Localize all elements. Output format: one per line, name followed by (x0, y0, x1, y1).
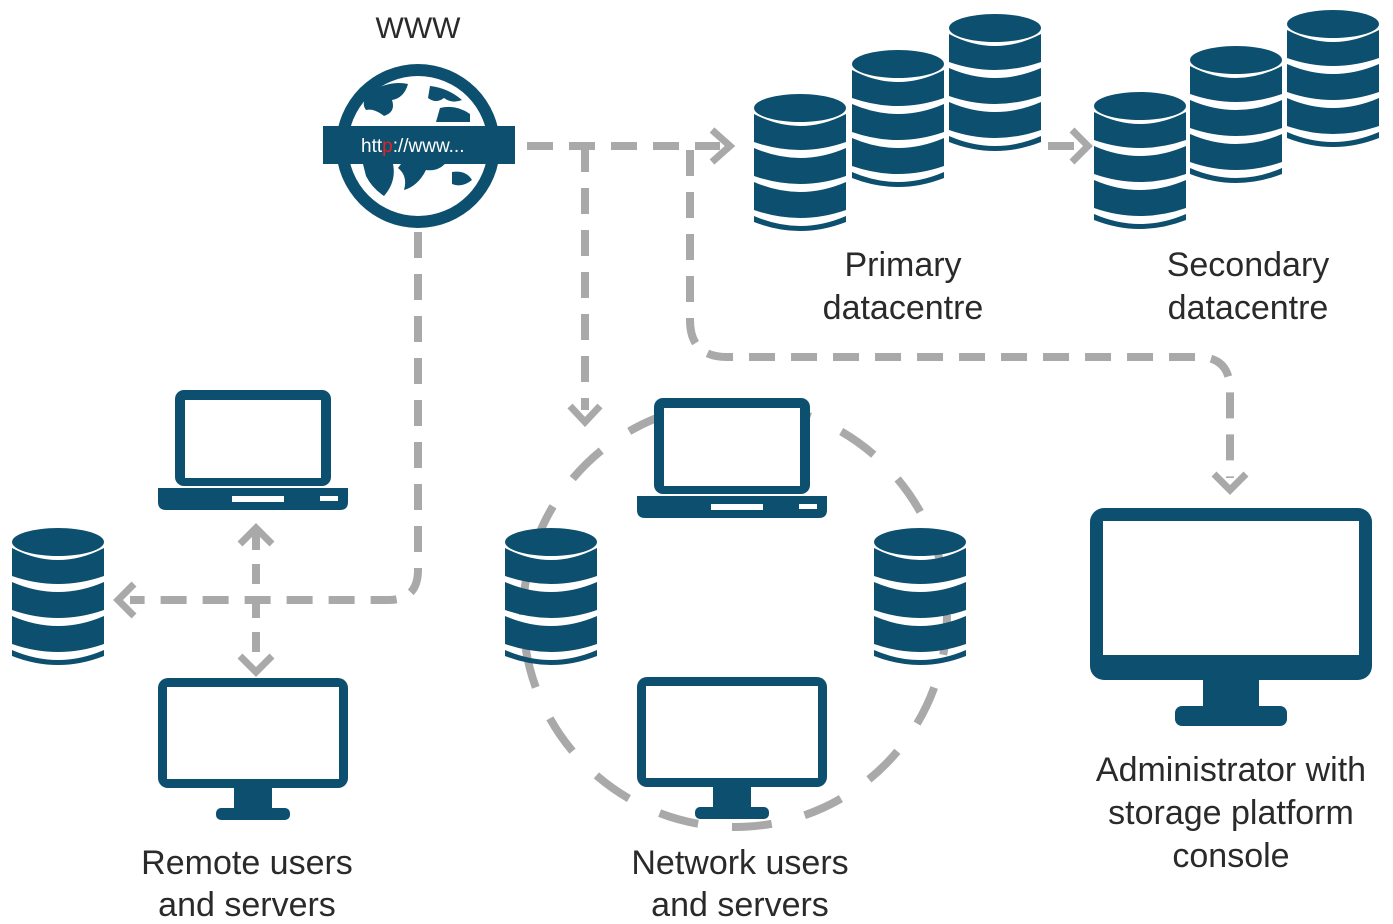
admin-label-line2: storage platform (1108, 794, 1354, 832)
monitor-icon (158, 678, 348, 820)
admin-label-line3: console (1172, 837, 1289, 875)
arrowhead-primary (709, 127, 736, 165)
laptop-icon (637, 398, 827, 518)
remote-group: Remote users and servers (12, 390, 353, 924)
database-icon (874, 528, 966, 665)
arrowhead-admin (1211, 471, 1249, 495)
database-icon (852, 50, 944, 187)
arrowhead-remote-monitor (237, 653, 275, 677)
network-group: Network users and servers (505, 398, 966, 924)
arrowhead-remote-db (113, 581, 137, 619)
arrowhead-network (567, 403, 603, 428)
monitor-icon (1090, 508, 1372, 726)
database-icon (1094, 92, 1186, 229)
primary-datacentre: Primary datacentre (754, 14, 1041, 327)
admin-node: Administrator with storage platform cons… (1090, 508, 1372, 875)
secondary-label-line2: datacentre (1168, 289, 1329, 327)
remote-label-line2: and servers (158, 886, 336, 924)
www-node: WWW http://www... (323, 12, 515, 228)
network-label-line1: Network users (631, 844, 848, 882)
database-icon (1287, 10, 1379, 147)
secondary-datacentre: Secondary datacentre (1094, 10, 1379, 327)
url-text: http://www... (361, 136, 465, 157)
connector-to-admin (686, 150, 1234, 478)
www-label: WWW (376, 12, 462, 45)
database-icon (12, 528, 104, 665)
globe-icon: http://www... (323, 64, 515, 228)
connector-www-to-remote (130, 232, 422, 604)
database-icon (1190, 46, 1282, 183)
admin-label-line1: Administrator with (1096, 751, 1366, 789)
laptop-icon (158, 390, 348, 510)
database-icon (505, 528, 597, 665)
primary-label-line1: Primary (844, 246, 961, 284)
network-label-line2: and servers (651, 886, 829, 924)
secondary-label-line1: Secondary (1167, 246, 1330, 284)
primary-label-line2: datacentre (823, 289, 984, 327)
database-icon (949, 14, 1041, 151)
arrowhead-secondary (1069, 127, 1093, 165)
arrowhead-remote-laptop (237, 523, 275, 547)
remote-label-line1: Remote users (141, 844, 353, 882)
database-icon (754, 94, 846, 231)
monitor-icon (637, 677, 827, 819)
